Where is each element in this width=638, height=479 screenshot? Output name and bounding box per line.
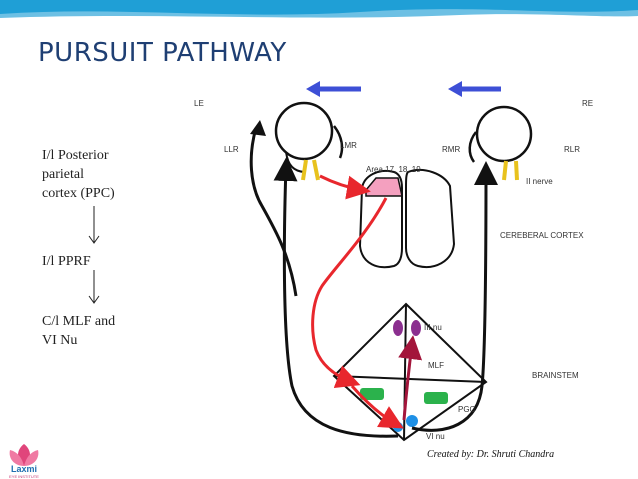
- figure-credit: Created by: Dr. Shruti Chandra: [427, 449, 555, 460]
- label-pgc: PGC: [458, 405, 476, 414]
- label-rmr: RMR: [442, 145, 460, 154]
- pathway-cortex-to-brainstem: [311, 197, 388, 388]
- label-iii-nu: III nu: [424, 323, 442, 332]
- header-band: [0, 0, 638, 20]
- right-eye: [468, 105, 533, 181]
- flow-arrow-1: [88, 206, 100, 244]
- lotus-logo-icon: [9, 444, 39, 466]
- vi-nucleus-right: [406, 415, 418, 427]
- label-mlf: MLF: [428, 361, 444, 370]
- label-vi-nu: VI nu: [426, 432, 445, 441]
- iii-nucleus-left: [393, 320, 403, 336]
- pathway-eye-to-cortex: [319, 174, 371, 200]
- left-eye-loop-arrowhead: [250, 120, 266, 136]
- visual-area-highlight: [365, 177, 403, 197]
- label-llr: LLR: [224, 145, 239, 154]
- pursuit-pathway-diagram: LE RE LLR LMR RMR RLR Area 17, 18, 19 II…: [194, 81, 593, 442]
- slide-title: PURSUIT PATHWAY: [38, 38, 287, 68]
- label-le: LE: [194, 99, 204, 108]
- logo-name: Laxmi: [10, 464, 37, 474]
- label-cortex: CEREBERAL CORTEX: [500, 231, 584, 240]
- header-wave-decoration: [0, 9, 638, 20]
- pathway-pprf: [350, 385, 404, 429]
- flow-step-mlf-vi: C/l MLF and VI Nu: [42, 314, 116, 348]
- label-rlr: RLR: [564, 145, 580, 154]
- logo-subtitle: EYE INSTITUTE: [9, 474, 39, 479]
- pgc-right: [424, 392, 448, 404]
- iii-nucleus-right: [411, 320, 421, 336]
- left-eye-loop: [249, 127, 298, 297]
- label-brainstem: BRAINSTEM: [532, 371, 579, 380]
- label-re: RE: [582, 99, 593, 108]
- outer-loop-right: [411, 161, 498, 432]
- label-ii-nerve: II nerve: [526, 177, 553, 186]
- pgc-left: [360, 388, 384, 400]
- motion-arrow-left: [306, 81, 361, 97]
- label-area: Area 17, 18, 19: [366, 165, 421, 174]
- motion-arrow-right: [448, 81, 501, 97]
- left-eye: [274, 101, 344, 181]
- pathway-mlf-ascending: [398, 335, 423, 421]
- flow-step-pprf: I/l PPRF: [42, 254, 91, 269]
- outer-loop-left: [273, 157, 399, 438]
- label-lmr: LMR: [340, 141, 357, 150]
- flow-arrow-2: [88, 270, 100, 304]
- flow-step-ppc: I/l Posterior parietal cortex (PPC): [42, 148, 115, 201]
